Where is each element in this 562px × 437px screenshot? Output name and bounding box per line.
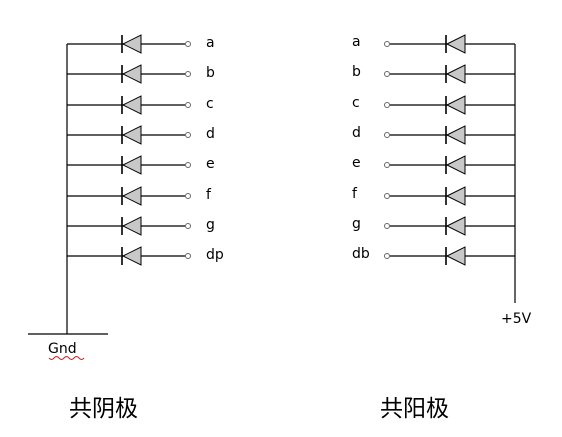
diode-icon: [121, 246, 142, 266]
terminal-icon: [185, 253, 191, 259]
terminal-icon: [384, 162, 390, 168]
pin-label: g: [206, 217, 215, 233]
terminal-icon: [384, 193, 390, 199]
terminal-icon: [185, 162, 191, 168]
anode-row-g: g: [352, 216, 515, 236]
pin-label: d: [352, 125, 361, 141]
pin-label: b: [206, 65, 215, 81]
terminal-icon: [185, 193, 191, 199]
cathode-row-dp: dp: [67, 246, 224, 266]
anode-row-a: a: [352, 34, 515, 54]
diode-icon: [121, 64, 142, 84]
diode-icon: [445, 246, 466, 266]
pin-label: b: [352, 64, 361, 80]
terminal-icon: [185, 102, 191, 108]
pin-label: d: [206, 126, 215, 142]
terminal-icon: [384, 223, 390, 229]
pin-label: a: [206, 35, 215, 51]
cathode-row-g: g: [67, 216, 215, 236]
diode-icon: [121, 95, 142, 115]
terminal-icon: [384, 253, 390, 259]
anode-row-e: e: [352, 155, 515, 175]
pin-label: c: [352, 95, 360, 111]
diode-icon: [445, 186, 466, 206]
diode-icon: [445, 95, 466, 115]
pin-label: g: [352, 216, 361, 232]
cathode-row-f: f: [67, 186, 212, 206]
diode-icon: [121, 125, 142, 145]
spellcheck-underline: [48, 356, 85, 360]
pin-label: e: [206, 156, 215, 172]
ground-label: Gnd: [48, 341, 77, 357]
pin-label: db: [352, 246, 370, 262]
diode-icon: [445, 125, 466, 145]
anode-row-db: db: [352, 246, 515, 266]
diode-icon: [445, 64, 466, 84]
anode-row-f: f: [352, 186, 515, 206]
cathode-row-b: b: [67, 64, 215, 84]
supply-label: +5V: [501, 311, 532, 327]
pin-label: dp: [206, 247, 224, 263]
terminal-icon: [185, 71, 191, 77]
cathode-row-a: a: [67, 34, 215, 54]
terminal-icon: [384, 132, 390, 138]
diode-icon: [445, 34, 466, 54]
diode-icon: [121, 186, 142, 206]
diode-icon: [445, 216, 466, 236]
cathode-row-d: d: [67, 125, 215, 145]
terminal-icon: [185, 41, 191, 47]
diode-icon: [445, 155, 466, 175]
diode-icon: [121, 155, 142, 175]
terminal-icon: [384, 41, 390, 47]
common-anode-caption: 共阳极: [380, 396, 449, 422]
diode-icon: [121, 216, 142, 236]
pin-label: e: [352, 155, 361, 171]
terminal-icon: [384, 102, 390, 108]
anode-row-c: c: [352, 95, 515, 115]
common-cathode-caption: 共阴极: [69, 396, 138, 422]
pin-label: f: [352, 186, 358, 202]
cathode-row-c: c: [67, 95, 214, 115]
terminal-icon: [185, 132, 191, 138]
terminal-icon: [185, 223, 191, 229]
anode-row-d: d: [352, 125, 515, 145]
pin-label: c: [206, 96, 214, 112]
terminal-icon: [384, 71, 390, 77]
cathode-row-e: e: [67, 155, 215, 175]
pin-label: a: [352, 34, 361, 50]
pin-label: f: [206, 187, 212, 203]
diode-icon: [121, 34, 142, 54]
anode-row-b: b: [352, 64, 515, 84]
